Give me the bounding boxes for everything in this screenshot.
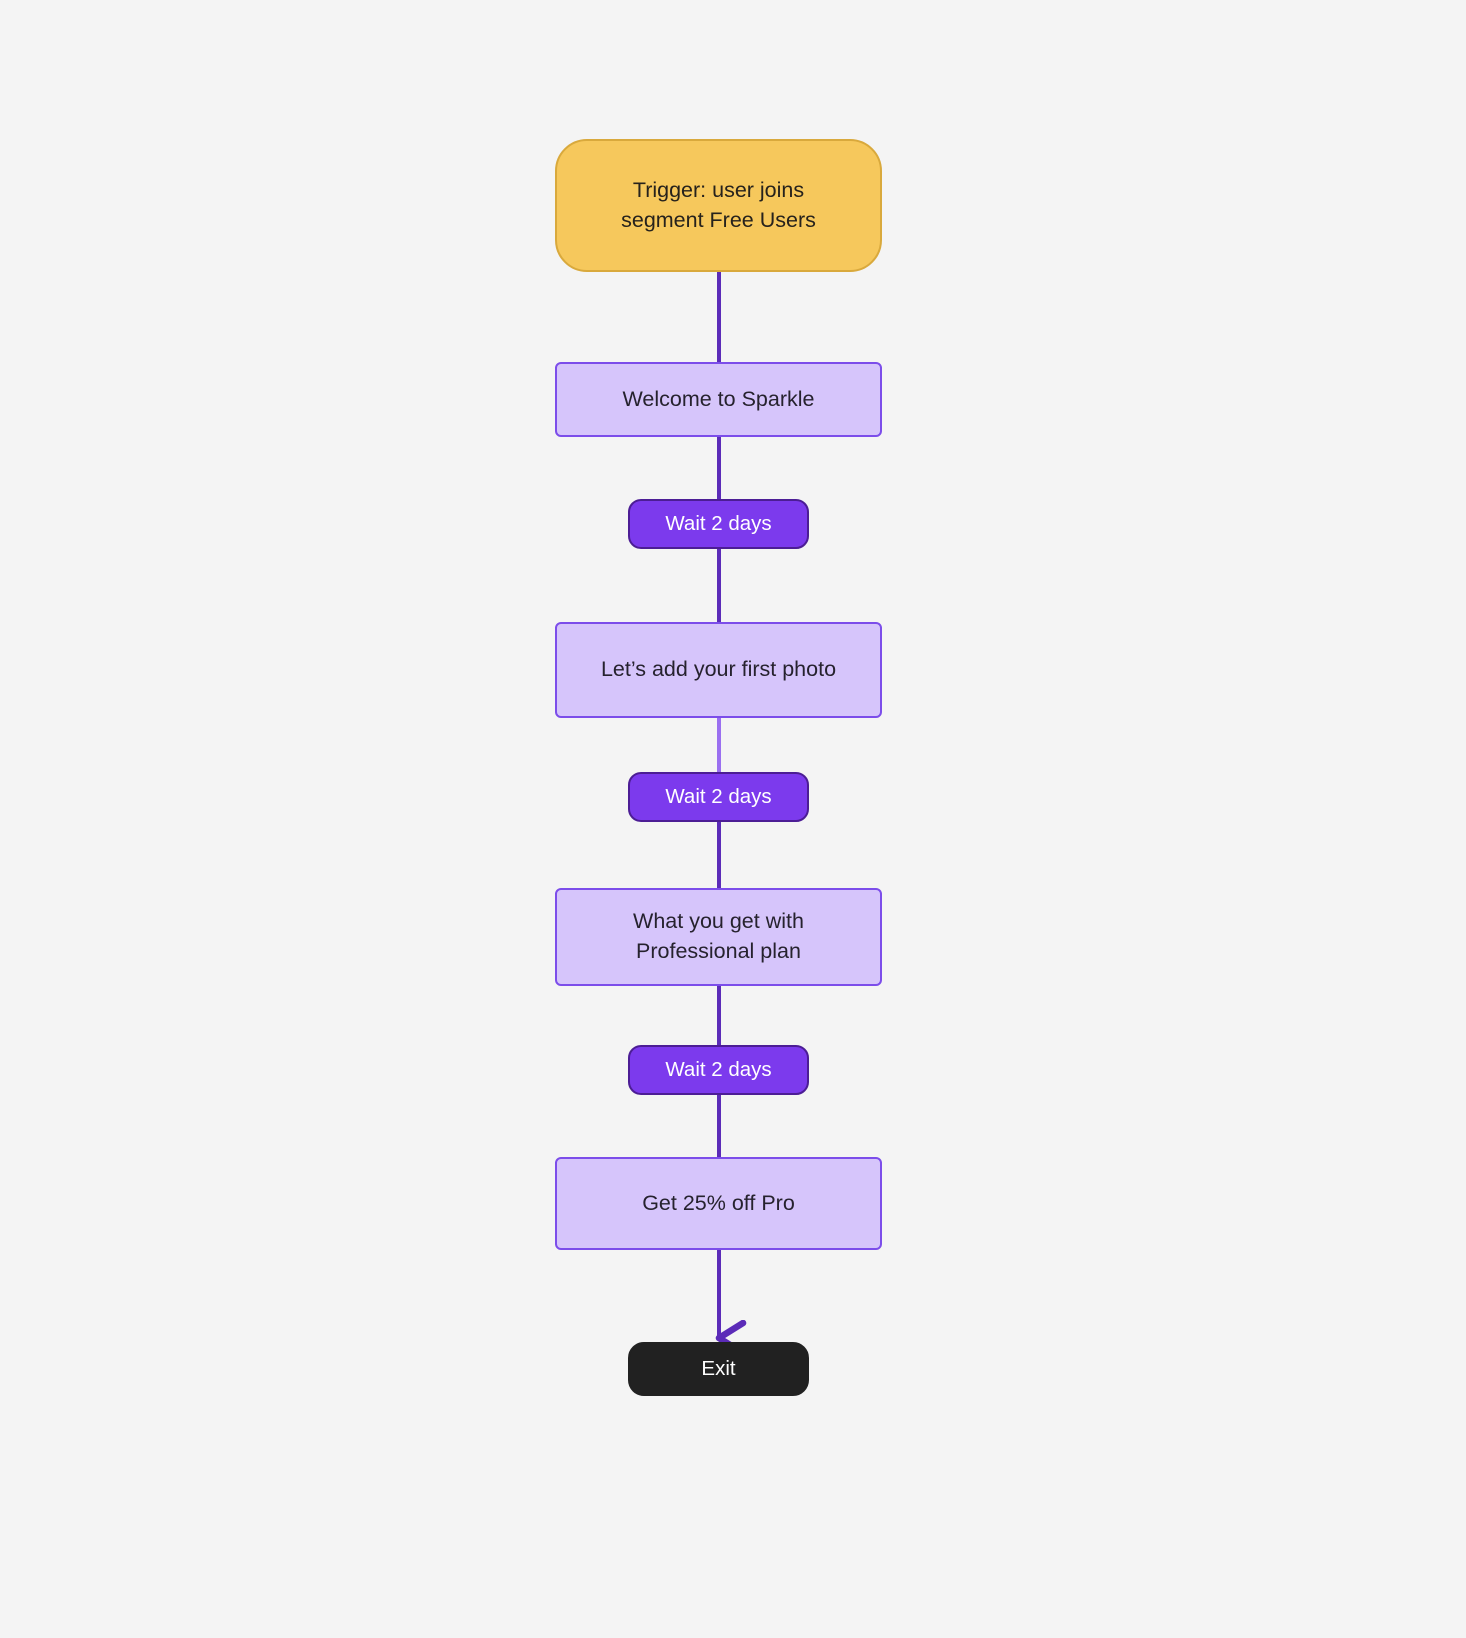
node-trigger-label: Trigger: user joins segment Free Users [621,177,816,232]
node-message-first-photo-label: Let’s add your first photo [600,657,837,682]
node-wait-2[interactable]: Wait 2 days [628,772,809,822]
node-message-discount-label: Get 25% off Pro [642,1190,795,1215]
node-wait-3[interactable]: Wait 2 days [628,1045,809,1095]
node-message-welcome[interactable]: Welcome to Sparkle [555,362,882,437]
node-wait-1[interactable]: Wait 2 days [628,499,809,549]
node-wait-3-label: Wait 2 days [665,1057,772,1081]
node-message-welcome-label: Welcome to Sparkle [622,386,815,411]
node-wait-1-label: Wait 2 days [665,511,772,535]
node-exit[interactable]: Exit [628,1342,809,1396]
node-trigger[interactable]: Trigger: user joins segment Free Users [555,139,882,272]
node-message-first-photo[interactable]: Let’s add your first photo [555,622,882,718]
node-message-discount[interactable]: Get 25% off Pro [555,1157,882,1250]
node-exit-label: Exit [701,1356,736,1380]
node-wait-2-label: Wait 2 days [665,784,772,808]
node-message-professional-plan[interactable]: What you get with Professional plan [555,888,882,986]
node-message-professional-plan-label: What you get with Professional plan [633,909,804,963]
